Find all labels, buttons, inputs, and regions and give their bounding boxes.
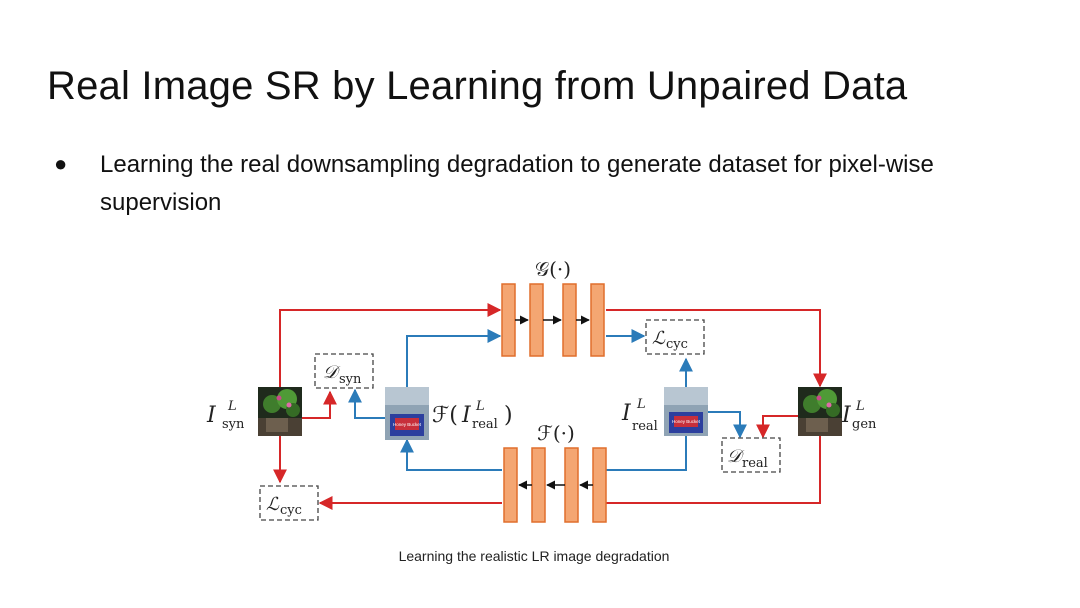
red-path-group <box>273 303 827 510</box>
svg-text:real: real <box>742 456 768 471</box>
svg-text:): ) <box>504 403 513 428</box>
generator-label: 𝒢(·) <box>535 257 571 281</box>
svg-text:I: I <box>621 401 632 426</box>
generator-layer-3 <box>562 283 577 357</box>
svg-text:real: real <box>472 417 498 432</box>
thumbnail-sign-text: Honey Bucket <box>672 419 701 424</box>
svg-text:L: L <box>475 399 485 414</box>
blue-path-group <box>348 329 747 471</box>
building-thumbnail-freal: Honey Bucket <box>385 387 429 440</box>
loss-box-d-real: 𝒟 real <box>721 437 781 473</box>
svg-text:I: I <box>461 403 472 428</box>
plant-thumbnail-syn <box>258 387 302 436</box>
generator-network <box>501 283 605 357</box>
svg-text:L: L <box>227 399 237 414</box>
generator-layer-4 <box>590 283 605 357</box>
downsampler-layer-3 <box>564 447 579 523</box>
slide-title: Real Image SR by Learning from Unpaired … <box>47 64 908 108</box>
svg-text:𝒟: 𝒟 <box>323 362 341 383</box>
svg-text:I: I <box>841 403 852 428</box>
building-thumbnail-real: Honey Bucket <box>664 387 708 436</box>
label-i-gen: I L gen <box>841 399 877 432</box>
downsampler-label: ℱ(·) <box>537 421 575 445</box>
bullet-text: Learning the real downsampling degradati… <box>100 151 934 216</box>
loss-box-l-cyc-bottom: ℒ cyc <box>259 485 319 521</box>
label-i-syn: I L syn <box>206 399 245 432</box>
downsampler-layer-4 <box>592 447 607 523</box>
red-path-gen-to-dreal <box>756 415 798 439</box>
red-path-syn-to-generator <box>279 303 502 387</box>
blue-path-downsampler-to-freal <box>400 438 502 471</box>
red-path-syn-to-dsyn <box>302 390 337 419</box>
loss-box-l-cyc-top: ℒ cyc <box>645 319 705 355</box>
svg-text:ℒ: ℒ <box>266 494 280 515</box>
blue-path-freal-to-dsyn <box>348 388 385 419</box>
svg-text:I: I <box>206 403 217 428</box>
downsampler-layer-1 <box>503 447 518 523</box>
blue-path-freal-to-generator <box>406 329 502 387</box>
red-path-generator-to-gen <box>606 309 827 388</box>
svg-text:cyc: cyc <box>666 337 688 352</box>
svg-text:ℒ: ℒ <box>652 328 666 349</box>
svg-text:L: L <box>855 399 865 414</box>
generator-layer-2 <box>529 283 544 357</box>
red-path-gen-to-downsampler <box>606 436 821 504</box>
bullet-dot-icon: ● <box>54 151 68 176</box>
bullet-list: ● Learning the real downsampling degrada… <box>54 146 954 222</box>
plant-thumbnail-gen <box>798 387 842 436</box>
thumbnail-sign-text: Honey Bucket <box>393 422 422 427</box>
blue-path-real-to-dreal <box>708 411 747 439</box>
bullet-item: ● Learning the real downsampling degrada… <box>54 146 954 222</box>
svg-text:𝒟: 𝒟 <box>727 446 745 467</box>
downsampler-network <box>503 447 607 523</box>
loss-box-d-syn: 𝒟 syn <box>314 353 374 389</box>
svg-text:L: L <box>636 397 646 412</box>
svg-text:real: real <box>632 419 658 434</box>
blue-path-real-to-downsampler <box>606 436 687 471</box>
downsampler-layer-2 <box>531 447 546 523</box>
svg-text:gen: gen <box>852 417 877 432</box>
svg-text:syn: syn <box>222 417 245 432</box>
svg-text:syn: syn <box>339 372 362 387</box>
label-i-real: I L real <box>621 397 658 434</box>
svg-text:cyc: cyc <box>280 503 302 518</box>
svg-text:ℱ(: ℱ( <box>432 403 458 428</box>
generator-layer-1 <box>501 283 516 357</box>
label-f-i-real: ℱ( I L real ) <box>432 399 513 432</box>
figure-caption: Learning the realistic LR image degradat… <box>398 548 670 564</box>
